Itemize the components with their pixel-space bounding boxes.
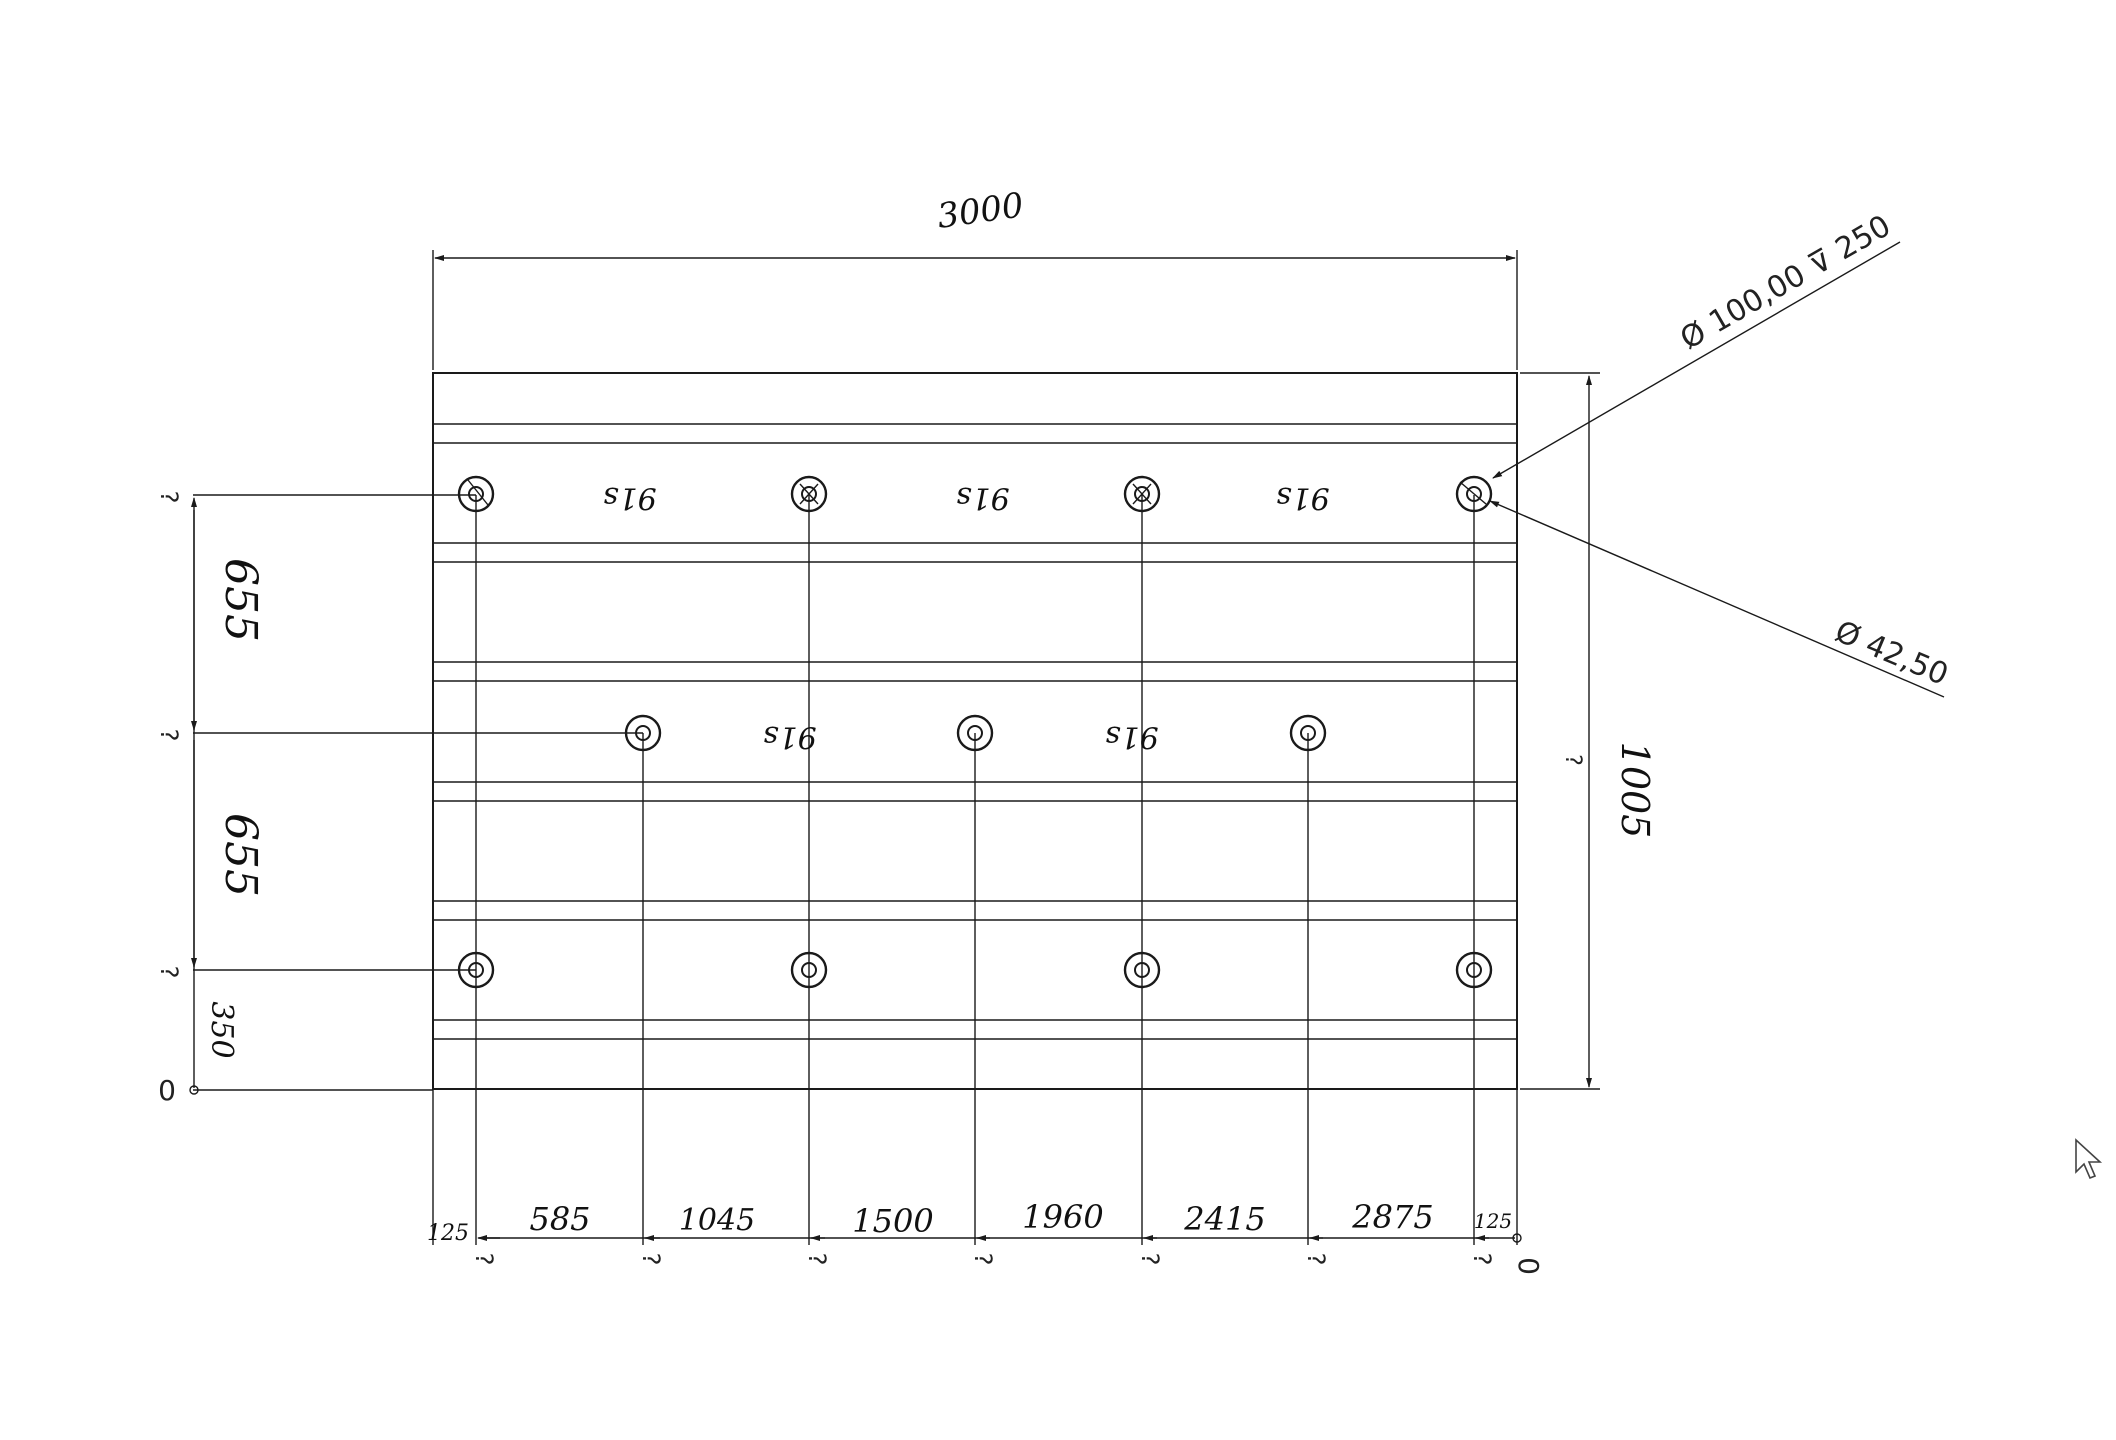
top-row-holes — [457, 475, 1493, 513]
hole — [790, 951, 828, 989]
hole — [790, 475, 828, 513]
bottom-marker-3: ? — [803, 1253, 831, 1266]
bottom-marker-zero: 0 — [1512, 1257, 1545, 1275]
bottom-extension-lines — [432, 495, 1518, 1245]
outer-diameter-callout: Ø 100,00 ⊽ 250 — [1492, 208, 1901, 479]
bottom-dim-6: 2875 — [1351, 1198, 1433, 1236]
top-note-3: 91s — [1276, 480, 1330, 515]
bottom-dimension: 125 585 1045 1500 1960 2415 2875 125 ? ?… — [427, 1198, 1545, 1275]
bottom-dim-7: 125 — [1474, 1209, 1512, 1233]
overall-height-unknown: ? — [1560, 754, 1585, 766]
hole — [956, 714, 994, 752]
bottom-dim-2: 1045 — [679, 1203, 755, 1238]
bottom-marker-2: ? — [637, 1253, 665, 1266]
overall-height-label: 1005 — [1613, 742, 1657, 839]
left-dim-2: 655 — [215, 813, 266, 897]
left-marker-2: ? — [155, 729, 183, 742]
bottom-marker-5: ? — [1136, 1253, 1164, 1266]
hole — [1455, 951, 1493, 989]
middle-row-notes: 91s 91s — [763, 719, 1159, 754]
bottom-dim-4: 1960 — [1022, 1198, 1103, 1236]
bottom-marker-1: ? — [470, 1253, 498, 1266]
middle-note-2: 91s — [1105, 719, 1159, 754]
overall-width-dimension: 3000 — [432, 185, 1518, 370]
left-extension-lines — [193, 494, 643, 1091]
bottom-row-holes — [457, 951, 1493, 989]
left-marker-1: ? — [155, 491, 183, 504]
hole — [1123, 951, 1161, 989]
hole — [457, 951, 495, 989]
inner-diameter-label: Ø 42,50 — [1830, 614, 1953, 693]
bottom-dim-3: 1500 — [852, 1202, 933, 1240]
bottom-dim-1: 585 — [529, 1200, 590, 1238]
left-marker-zero: 0 — [158, 1074, 176, 1107]
top-note-1: 91s — [603, 480, 657, 515]
bottom-dim-0: 125 — [427, 1221, 469, 1246]
bottom-marker-4: ? — [969, 1253, 997, 1266]
top-note-2: 91s — [956, 480, 1010, 515]
left-dim-3: 350 — [204, 1001, 239, 1058]
bottom-dim-5: 2415 — [1183, 1200, 1265, 1238]
hole — [1289, 714, 1327, 752]
overall-height-dimension: 1005 ? — [1520, 372, 1657, 1090]
middle-note-1: 91s — [763, 719, 817, 754]
middle-row-holes — [624, 714, 1327, 752]
left-dim-1: 655 — [215, 558, 266, 642]
hole — [1455, 475, 1493, 513]
hole — [1123, 475, 1161, 513]
bottom-marker-7: ? — [1468, 1253, 1496, 1266]
left-marker-3: ? — [155, 966, 183, 979]
mouse-pointer-icon — [2075, 1138, 2103, 1180]
top-row-notes: 91s 91s 91s — [603, 480, 1330, 515]
outer-diameter-label: Ø 100,00 ⊽ 250 — [1675, 208, 1897, 357]
bottom-marker-6: ? — [1302, 1253, 1330, 1266]
hole — [624, 714, 662, 752]
overall-width-label: 3000 — [935, 185, 1026, 237]
left-vertical-dimensions: 655 655 350 ? ? ? 0 — [155, 491, 266, 1107]
hole — [457, 475, 495, 513]
inner-diameter-callout: Ø 42,50 — [1489, 500, 1953, 698]
